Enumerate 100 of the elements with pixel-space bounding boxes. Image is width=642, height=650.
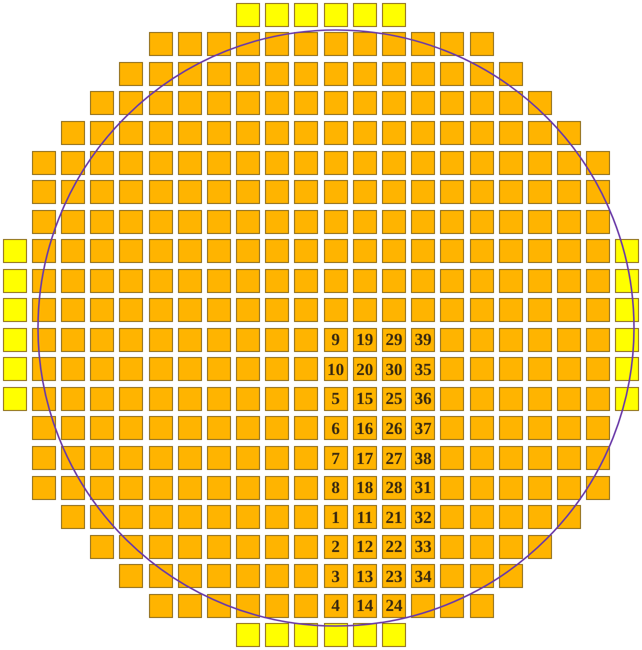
grid-tile — [382, 121, 406, 145]
grid-tile — [586, 180, 610, 204]
grid-tile — [470, 505, 494, 529]
grid-tile — [294, 564, 318, 588]
grid-tile — [236, 446, 260, 470]
grid-tile — [382, 180, 406, 204]
grid-tile — [294, 505, 318, 529]
grid-tile — [61, 150, 85, 174]
grid-tile — [294, 534, 318, 559]
grid-tile — [324, 2, 348, 27]
grid-tile — [119, 268, 144, 293]
grid-tile — [236, 594, 260, 618]
numbered-tile: 35 — [411, 357, 436, 382]
grid-tile — [90, 268, 114, 293]
grid-tile — [352, 268, 377, 293]
grid-tile — [61, 446, 85, 470]
grid-tile — [615, 386, 640, 411]
grid-tile — [178, 594, 202, 618]
grid-tile — [411, 150, 436, 174]
grid-tile — [265, 210, 290, 234]
grid-tile — [615, 268, 640, 293]
grid-tile — [294, 121, 318, 145]
grid-tile — [148, 328, 172, 352]
grid-tile — [2, 298, 27, 322]
grid-tile — [352, 239, 377, 264]
grid-tile — [32, 357, 56, 382]
grid-tile — [440, 91, 464, 116]
grid-tile — [265, 357, 290, 382]
grid-tile — [236, 416, 260, 440]
grid-tile — [265, 476, 290, 500]
grid-tile — [2, 328, 27, 352]
grid-tile — [440, 268, 464, 293]
grid-tile — [32, 416, 56, 440]
grid-tile — [294, 386, 318, 411]
grid-tile — [236, 564, 260, 588]
grid-tile — [236, 534, 260, 559]
grid-tile — [61, 357, 85, 382]
grid-tile — [498, 505, 523, 529]
grid-tile — [498, 298, 523, 322]
grid-tile — [148, 210, 172, 234]
grid-tile — [352, 91, 377, 116]
grid-tile — [528, 91, 552, 116]
grid-tile — [528, 328, 552, 352]
grid-tile — [382, 210, 406, 234]
grid-tile — [294, 623, 318, 648]
grid-tile — [178, 268, 202, 293]
grid-tile — [440, 239, 464, 264]
grid-tile — [352, 298, 377, 322]
grid-tile — [236, 328, 260, 352]
grid-tile — [265, 121, 290, 145]
grid-tile — [90, 91, 114, 116]
grid-tile — [470, 476, 494, 500]
grid-tile — [265, 594, 290, 618]
numbered-tile: 38 — [411, 446, 436, 470]
grid-tile — [470, 446, 494, 470]
grid-tile — [2, 386, 27, 411]
grid-tile — [557, 150, 581, 174]
grid-tile — [411, 210, 436, 234]
grid-tile — [615, 357, 640, 382]
numbered-tile: 5 — [324, 386, 348, 411]
grid-tile — [148, 32, 172, 56]
numbered-tile: 32 — [411, 505, 436, 529]
grid-tile — [61, 180, 85, 204]
grid-tile — [498, 210, 523, 234]
numbered-tile: 17 — [352, 446, 377, 470]
grid-tile — [586, 210, 610, 234]
grid-tile — [586, 446, 610, 470]
grid-tile — [32, 476, 56, 500]
grid-tile — [90, 121, 114, 145]
grid-tile — [382, 150, 406, 174]
grid-tile — [206, 446, 231, 470]
grid-tile — [352, 210, 377, 234]
grid-tile — [411, 180, 436, 204]
grid-tile — [557, 416, 581, 440]
grid-tile — [440, 180, 464, 204]
grid-tile — [528, 446, 552, 470]
grid-tile — [206, 62, 231, 86]
grid-tile — [148, 416, 172, 440]
grid-tile — [470, 210, 494, 234]
numbered-tile: 2 — [324, 534, 348, 559]
numbered-tile: 14 — [352, 594, 377, 618]
grid-tile — [178, 357, 202, 382]
grid-tile — [61, 121, 85, 145]
grid-tile — [586, 150, 610, 174]
numbered-tile: 15 — [352, 386, 377, 411]
grid-tile — [119, 121, 144, 145]
grid-tile — [440, 121, 464, 145]
grid-tile — [119, 446, 144, 470]
grid-tile — [90, 328, 114, 352]
grid-tile — [382, 32, 406, 56]
numbered-tile: 7 — [324, 446, 348, 470]
grid-tile — [294, 476, 318, 500]
grid-tile — [178, 476, 202, 500]
grid-tile — [586, 416, 610, 440]
grid-tile — [470, 32, 494, 56]
grid-tile — [236, 505, 260, 529]
grid-tile — [557, 121, 581, 145]
grid-tile — [498, 446, 523, 470]
numbered-tile: 33 — [411, 534, 436, 559]
grid-tile — [148, 121, 172, 145]
